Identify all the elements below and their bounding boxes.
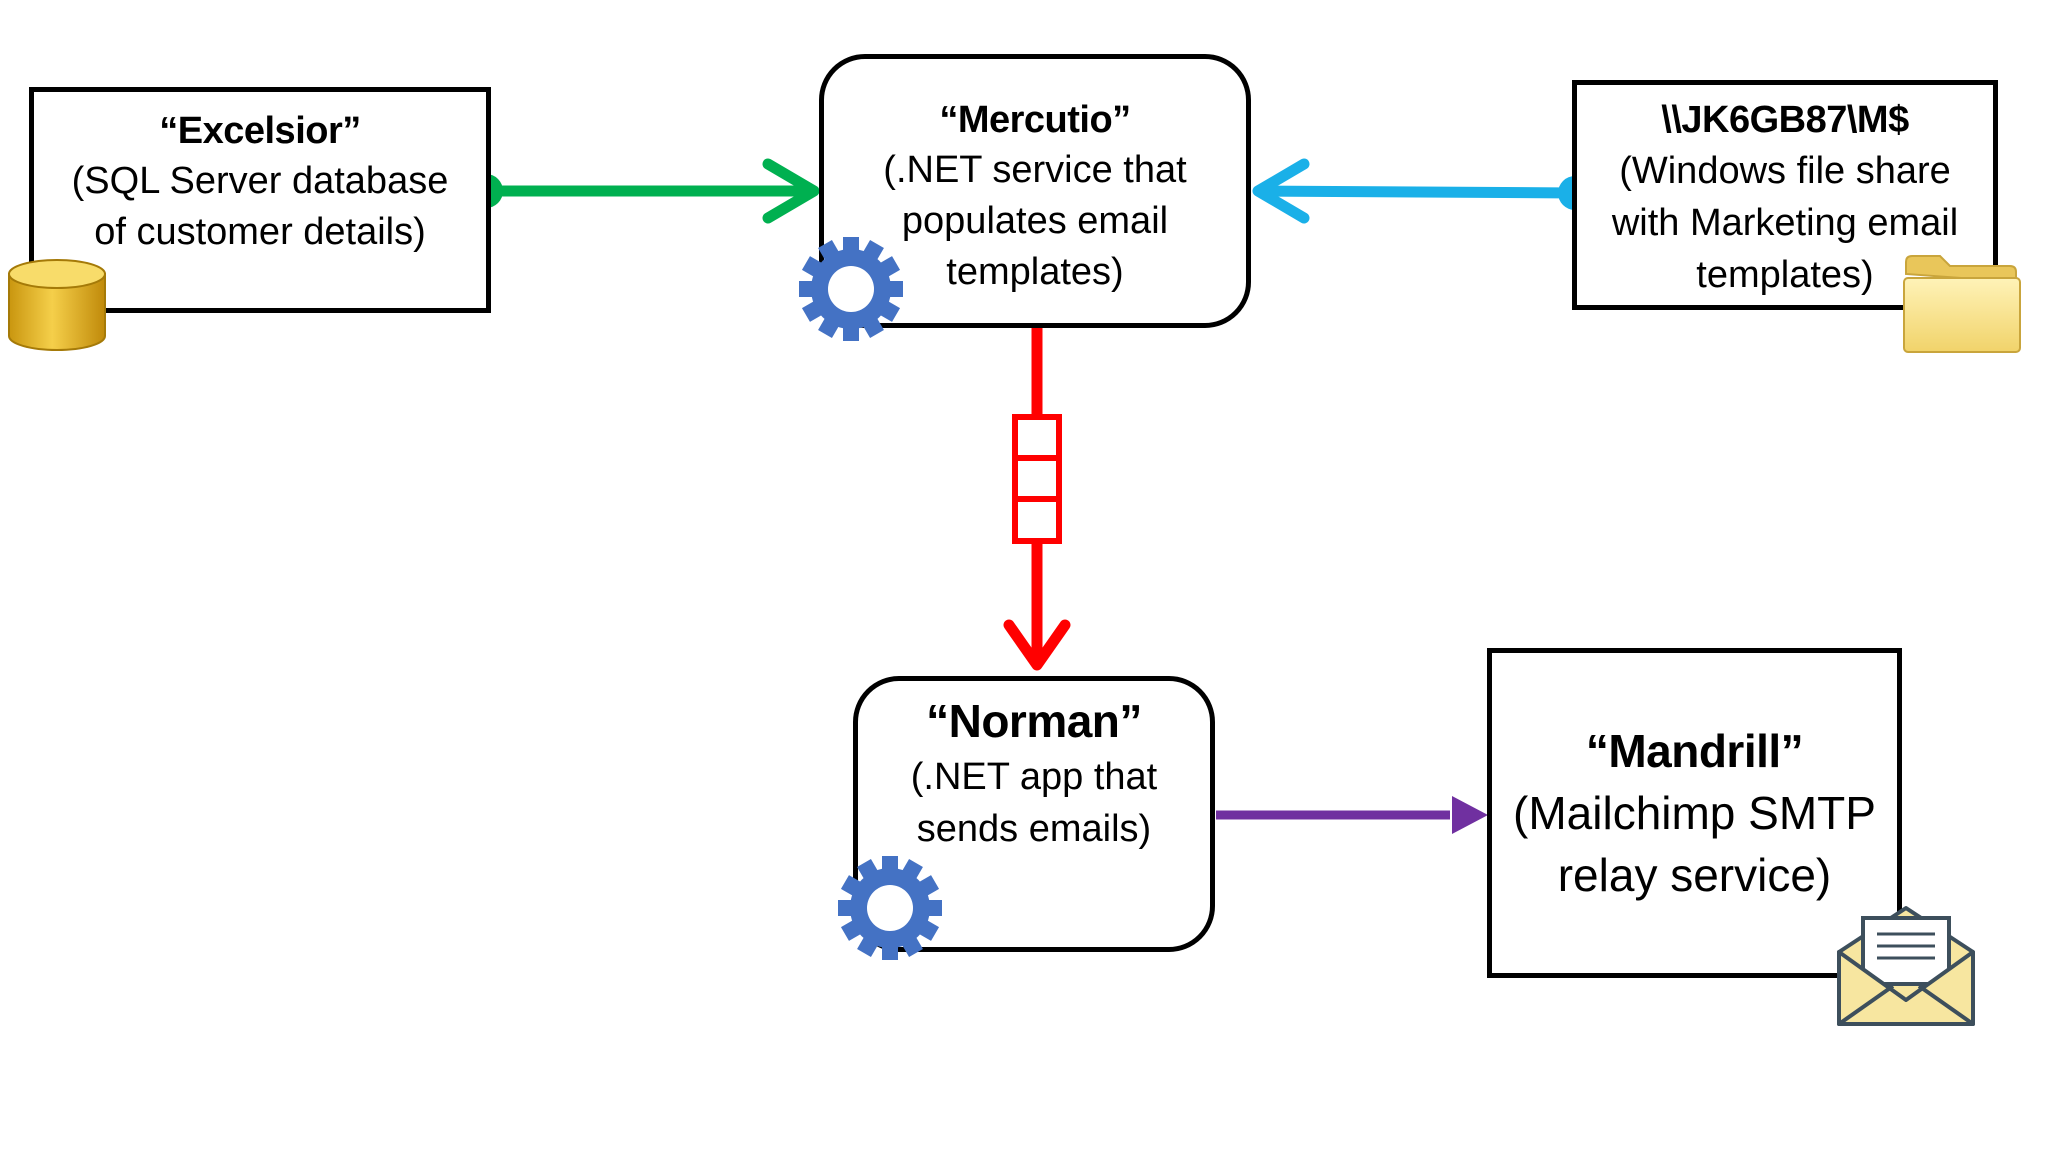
node-title: “Mandrill” xyxy=(1585,725,1804,777)
node-title: “Excelsior” xyxy=(159,110,361,152)
node-title: “Mercutio” xyxy=(939,99,1131,141)
queue-icon xyxy=(1012,414,1062,544)
node-title: “Norman” xyxy=(926,695,1142,747)
folder-icon xyxy=(1903,255,2021,353)
node-title: \\JK6GB87\M$ xyxy=(1661,99,1909,141)
node-description: (SQL Server database of customer details… xyxy=(71,160,449,253)
edge-excelsior-to-mercutio xyxy=(469,158,820,224)
node-mercutio: “Mercutio” (.NET service that populates … xyxy=(819,54,1251,328)
node-description: (.NET service that populates email templ… xyxy=(883,149,1187,293)
gear-icon xyxy=(799,237,903,341)
node-excelsior: “Excelsior” (SQL Server database of cust… xyxy=(29,87,491,313)
edge-norman-to-mandrill xyxy=(1216,796,1488,834)
database-icon xyxy=(8,259,106,351)
node-mandrill: “Mandrill” (Mailchimp SMTP relay service… xyxy=(1487,648,1902,978)
node-description: (Windows file share with Marketing email… xyxy=(1611,150,1959,296)
node-description: (Mailchimp SMTP relay service) xyxy=(1513,787,1876,901)
node-description: (.NET app that sends emails) xyxy=(910,756,1158,850)
gear-icon xyxy=(838,856,942,960)
edge-mercutio-to-norman xyxy=(1003,328,1071,671)
envelope-icon xyxy=(1837,906,1975,1026)
edge-share-to-mercutio xyxy=(1252,158,1592,224)
